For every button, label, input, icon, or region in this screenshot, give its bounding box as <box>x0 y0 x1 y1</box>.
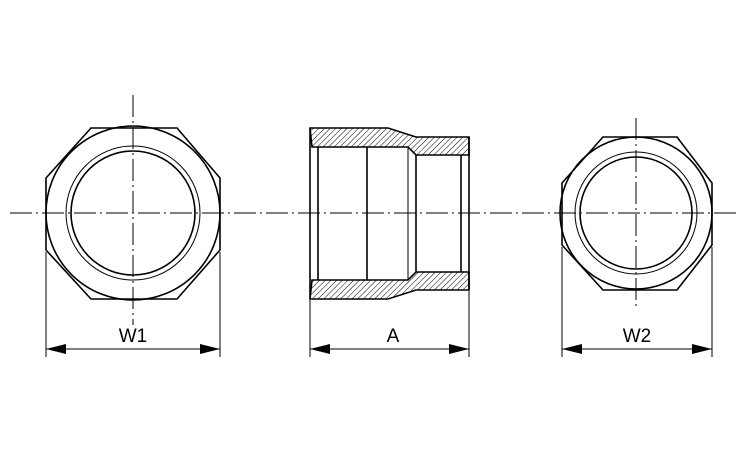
a-arrow-left <box>310 344 330 354</box>
top-wall-hatch <box>309 127 470 156</box>
w2-arrow-left <box>562 344 582 354</box>
dimension-a: A <box>309 291 470 357</box>
a-arrow-right <box>449 344 469 354</box>
center-section-view <box>309 127 470 300</box>
w2-arrow-right <box>692 344 712 354</box>
bottom-wall-hatch <box>309 271 470 300</box>
w2-label: W2 <box>623 326 652 347</box>
right-hex-view <box>559 118 713 310</box>
dimension-w2: W2 <box>561 247 713 357</box>
dimension-w1: W1 <box>45 252 221 357</box>
w1-arrow-left <box>46 344 66 354</box>
left-hex-view <box>45 95 221 325</box>
a-label: A <box>387 326 400 347</box>
w1-arrow-right <box>200 344 220 354</box>
left-hex-outline <box>45 127 221 300</box>
w1-label: W1 <box>119 326 148 347</box>
